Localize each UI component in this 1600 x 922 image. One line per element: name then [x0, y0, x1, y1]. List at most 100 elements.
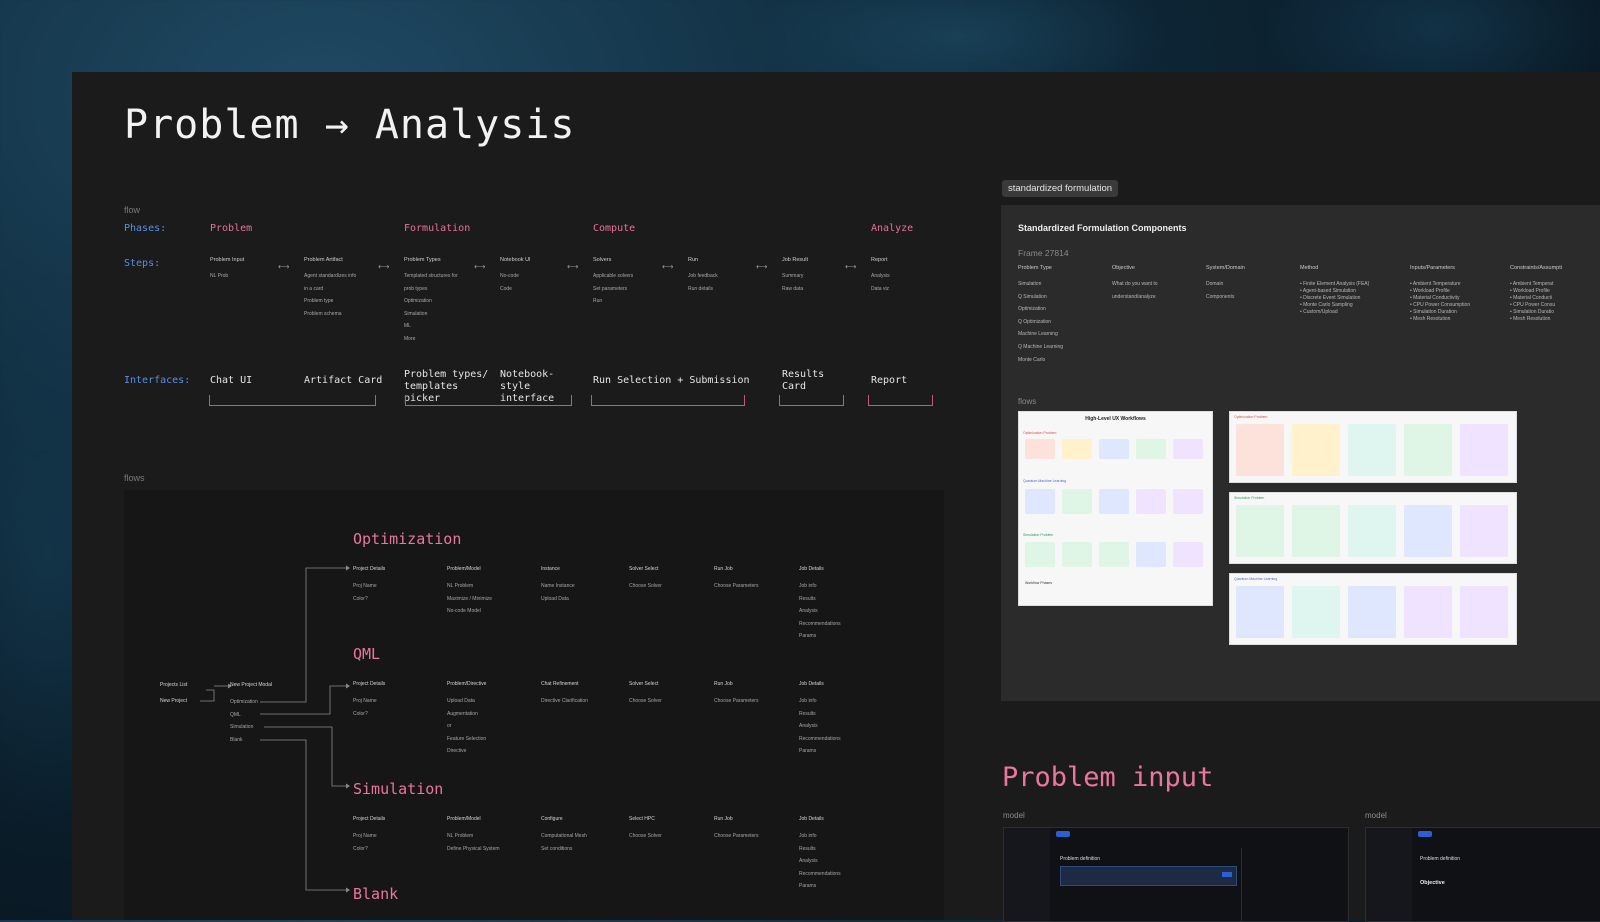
- step-title: Notebook UI: [500, 257, 531, 263]
- workflow-card: [1348, 586, 1396, 638]
- panel-column-item: • Mesh Resolution: [1410, 316, 1451, 322]
- workflow-card: [1460, 586, 1508, 638]
- flow-column-item: NL Problem: [447, 833, 474, 839]
- workflow-card: [1136, 542, 1166, 567]
- flow-column-item: Define Physical System: [447, 845, 500, 852]
- bracket-report: [868, 395, 933, 406]
- thumbnail-title: High-Level UX Workflows: [1085, 416, 1146, 422]
- panel-column-item: • CPU Power Consumption: [1410, 302, 1471, 308]
- workflow-card: [1173, 542, 1203, 567]
- panel-column-item: • Finite Element Analysis (FEA): [1300, 281, 1370, 287]
- phase-analyze: Analyze: [871, 223, 914, 234]
- panel-column-header: Constraints/Assumpti: [1510, 265, 1562, 271]
- panel-column-item: • Material Conductivity: [1410, 295, 1460, 301]
- step-title: Report: [871, 257, 888, 263]
- flow-label: flow: [124, 205, 141, 215]
- step-item: Code: [500, 285, 512, 292]
- flow-column-header: Run Job: [714, 566, 733, 572]
- panel-column-item: • Monte Carlo Sampling: [1300, 302, 1353, 308]
- step-item: Raw data: [782, 285, 804, 292]
- rthumb-optimization: Optimization Problem: [1234, 415, 1268, 419]
- model-label-2: model: [1365, 811, 1387, 820]
- workflow-card: [1099, 439, 1129, 459]
- flow-column-item: Params: [799, 633, 817, 640]
- standardized-formulation-panel: Standardized Formulation Components Fram…: [1001, 205, 1600, 701]
- step-item: Problem schema: [304, 310, 342, 317]
- section-title: Simulation: [353, 780, 444, 798]
- panel-column-item: • Simulation Duratio: [1510, 309, 1554, 315]
- workflow-card: [1292, 586, 1340, 638]
- step-item: Optimization: [404, 298, 432, 304]
- flow-column-header: Problem/Model: [447, 566, 481, 572]
- workflow-card: [1236, 586, 1284, 638]
- workflow-card: [1173, 439, 1203, 459]
- double-arrow-icon: ⟷: [378, 262, 390, 271]
- step-item: Run: [593, 298, 603, 304]
- mock-divider: [1241, 848, 1242, 921]
- flow-column-item: Job info: [799, 583, 817, 589]
- workflow-card: [1136, 489, 1166, 514]
- flow-column-item: Analysis: [799, 723, 818, 730]
- workflow-card: [1404, 505, 1452, 557]
- step-item: Set parameters: [593, 285, 628, 292]
- step-item: Analysis: [871, 273, 890, 279]
- flow-column-item: Results: [799, 595, 816, 602]
- flow-connectors: [200, 565, 350, 893]
- mock-problem-definition: Problem definition: [1060, 856, 1101, 862]
- step-title: Solvers: [593, 257, 612, 263]
- entry-new-project-modal: New Project Modal: [230, 682, 272, 688]
- workflow-card: [1348, 424, 1396, 476]
- panel-column-item: Monte Carlo: [1018, 356, 1046, 363]
- flow-column-header: Solver Select: [629, 681, 659, 687]
- step-item: Agent standardizes info: [304, 273, 357, 279]
- panel-column-header: Problem Type: [1018, 265, 1052, 271]
- panel-column-item: Q Optimization: [1018, 318, 1052, 325]
- flow-column-header: Job Details: [799, 816, 824, 822]
- flow-column-item: Choose Solver: [629, 583, 662, 589]
- flow-column-item: Job info: [799, 833, 817, 839]
- flow-column-item: Color?: [353, 710, 368, 717]
- step-title: Problem Artifact: [304, 257, 343, 263]
- step-title: Run: [688, 257, 699, 263]
- entry-option-blank: Blank: [230, 737, 243, 743]
- flow-column-item: NL Problem: [447, 583, 474, 589]
- double-arrow-icon: ⟷: [756, 262, 768, 271]
- panel-heading: Standardized Formulation Components: [1018, 223, 1187, 233]
- panel-column-item: Domain: [1206, 281, 1224, 287]
- panel-column-header: Inputs/Parameters: [1410, 265, 1455, 271]
- workflow-card: [1348, 505, 1396, 557]
- panel-column-item: • CPU Power Consu: [1510, 302, 1556, 308]
- panel-column-item: Q Machine Learning: [1018, 344, 1064, 350]
- workflow-card: [1173, 489, 1203, 514]
- flow-column-header: Run Job: [714, 816, 733, 822]
- workflow-card: [1460, 505, 1508, 557]
- flow-column-item: Color?: [353, 845, 368, 852]
- flow-column-header: Project Details: [353, 566, 386, 572]
- mock-sidebar: [1004, 828, 1050, 921]
- mock-sidebar-2: [1366, 828, 1412, 921]
- simulation-flow-thumbnail: Simulation Problem: [1229, 492, 1517, 564]
- flow-column-item: Choose Solver: [629, 698, 662, 704]
- model-label-1: model: [1003, 811, 1025, 820]
- entry-new-project: New Project: [160, 698, 187, 704]
- double-arrow-icon: ⟷: [567, 262, 579, 271]
- step-item: Simulation: [404, 310, 428, 317]
- bracket-formulation: [405, 395, 572, 406]
- entry-option-qml: QML: [230, 712, 241, 718]
- panel-column-item: • Workload Profile: [1510, 288, 1550, 294]
- mock-save: [1222, 872, 1232, 877]
- panel-column-item: Components: [1206, 293, 1235, 300]
- panel-column-item: Q Simulation: [1018, 293, 1047, 300]
- step-item: Run details: [688, 285, 714, 292]
- flows-diagram: Projects List New Project New Project Mo…: [124, 490, 944, 920]
- rthumb-qml: Quantum Machine Learning: [1234, 577, 1278, 581]
- panel-column-item: • Custom/Upload: [1300, 309, 1338, 315]
- thumb-sec-optimization: Optimization Problem: [1023, 431, 1057, 435]
- step-title: Problem Input: [210, 257, 245, 263]
- flow-column-item: Params: [799, 748, 817, 755]
- flow-column-item: Recommendations: [799, 735, 841, 742]
- panel-column-item: What do you want to: [1112, 281, 1158, 287]
- workflows-thumbnail: High-Level UX Workflows Optimization Pro…: [1018, 411, 1213, 606]
- workflow-card: [1236, 505, 1284, 557]
- step-item: Summary: [782, 273, 804, 279]
